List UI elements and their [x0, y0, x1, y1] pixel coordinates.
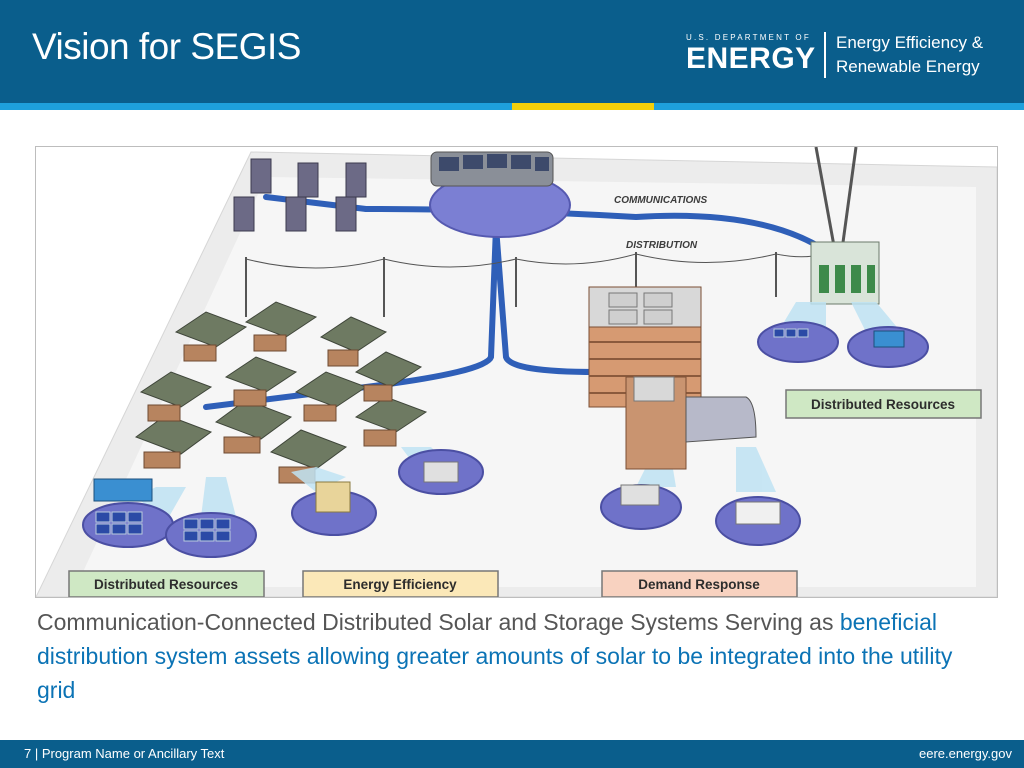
thermostat-icon [423, 461, 459, 483]
distribution-label: DISTRIBUTION [626, 240, 698, 251]
thermostat-icon-2 [620, 484, 660, 506]
washer-icon [315, 481, 351, 513]
demand-response-text: Demand Response [638, 577, 760, 592]
control-center-screens [439, 154, 549, 171]
slide-footer: 7 | Program Name or Ancillary Text eere.… [0, 740, 1024, 768]
caption-plain-text: Communication-Connected Distributed Sola… [37, 609, 840, 635]
logo-energy-text: ENERGY [686, 42, 816, 75]
label-demand-response: Demand Response [601, 570, 798, 597]
caption-highlight-text: beneficial distribution system assets al… [37, 609, 953, 703]
footer-url: eere.energy.gov [919, 746, 1012, 761]
resource-devices [93, 328, 905, 542]
header-stripe-blue-left [0, 103, 512, 110]
logo-office-line1: Energy Efficiency & [836, 33, 984, 52]
label-distributed-resources-left: Distributed Resources [68, 570, 265, 597]
battery-icon [93, 478, 153, 502]
segis-vision-diagram: COMMUNICATIONS DISTRIBUTION [35, 146, 998, 598]
distributed-resources-right-text: Distributed Resources [811, 397, 955, 412]
label-energy-efficiency: Energy Efficiency [302, 570, 499, 597]
header-stripe-blue-right [654, 103, 1024, 110]
battery-icon-2 [873, 330, 905, 348]
utility-poles [245, 147, 858, 317]
communications-label: COMMUNICATIONS [614, 195, 707, 206]
comm-line-buildings [493, 224, 599, 375]
diagram-illustration: COMMUNICATIONS DISTRIBUTION [36, 147, 997, 597]
commercial-buildings [588, 286, 757, 470]
residential-homes [134, 301, 428, 484]
slide-caption: Communication-Connected Distributed Sola… [37, 605, 997, 707]
distributed-resources-left-text: Distributed Resources [94, 577, 238, 592]
footer-left-text: 7 | Program Name or Ancillary Text [24, 746, 225, 761]
logo-office-line2: Renewable Energy [836, 57, 980, 76]
slide-header: Vision for SEGIS U.S. DEPARTMENT OF ENER… [0, 0, 1024, 103]
header-stripe-yellow [512, 103, 654, 110]
substation-transformers [819, 265, 875, 293]
logo-department-text: U.S. DEPARTMENT OF [686, 33, 811, 42]
label-distributed-resources-right: Distributed Resources [785, 389, 982, 419]
appliance-icon [735, 501, 781, 525]
logo-divider [824, 32, 826, 78]
solar-panel-icon [95, 328, 809, 542]
energy-efficiency-text: Energy Efficiency [343, 577, 457, 592]
office-annex [685, 396, 757, 443]
slide-title: Vision for SEGIS [32, 26, 301, 67]
server-racks [233, 158, 367, 232]
